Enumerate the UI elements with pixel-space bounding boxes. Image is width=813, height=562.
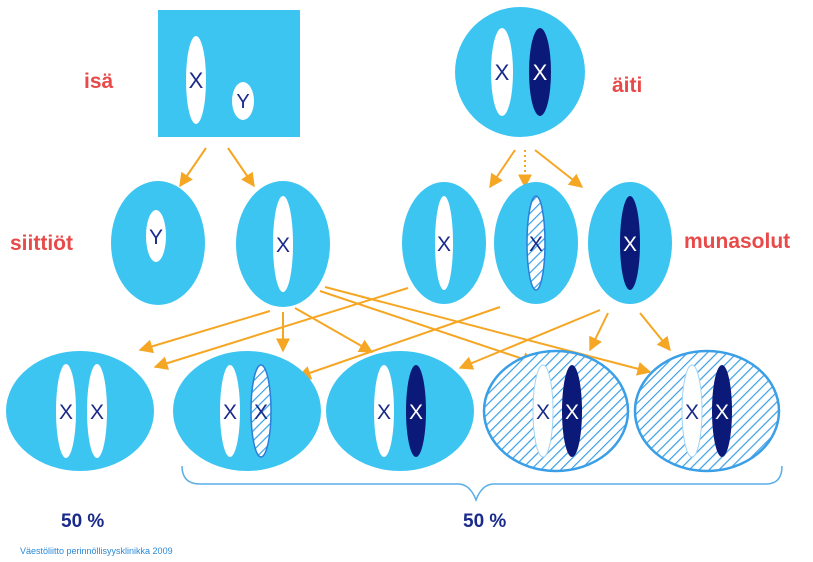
chromosome-letter: X <box>189 68 204 93</box>
chromosome-letter: X <box>565 401 579 424</box>
sperm-label: siittiöt <box>10 232 73 255</box>
egg-cell-x-dark: X <box>588 182 672 304</box>
parent-arrows <box>179 147 584 189</box>
chromosome-letter: X <box>276 234 290 257</box>
chromosome-letter: X <box>59 401 73 424</box>
chromosome-letter: X <box>536 401 550 424</box>
chromosome-letter: X <box>437 233 451 256</box>
sperm-cell-x: X <box>236 181 330 307</box>
credit-text: Väestöliitto perinnöllisyysklinikka 2009 <box>20 546 173 556</box>
mother-x-chromosome-dark <box>529 28 551 116</box>
chromosome-letter: X <box>223 401 237 424</box>
father-cell: X Y <box>158 10 300 137</box>
offspring-xx-white-hatched: X X <box>173 351 321 471</box>
percent-left: 50 % <box>61 511 105 532</box>
sperm-cell-y: Y <box>111 181 205 305</box>
chromosome-letter: X <box>685 401 699 424</box>
chromosome-letter: X <box>623 233 637 256</box>
chromosome-letter: X <box>715 401 729 424</box>
mother-x-chromosome <box>491 28 513 116</box>
egg-cell-x-hatched: X <box>494 182 578 304</box>
father-y-chromosome <box>232 82 254 120</box>
offspring-hatched-cell-1: X X <box>482 349 630 473</box>
eggs-label: munasolut <box>684 230 791 253</box>
chromosome-letter: Y <box>149 226 163 249</box>
gamete-arrows <box>138 286 671 380</box>
chromosome-letter: X <box>377 401 391 424</box>
egg-cell-x-white: X <box>402 182 486 304</box>
chromosome-letter: Y <box>236 91 249 113</box>
group-bracket <box>181 465 783 503</box>
offspring-hatched-cell-2: X X <box>633 349 781 473</box>
chromosome-letter: X <box>495 60 510 85</box>
chromosome-letter: X <box>90 401 104 424</box>
chromosome-letter: X <box>254 401 268 424</box>
chromosome-letter: X <box>529 233 543 256</box>
chromosome-letter: X <box>533 60 548 85</box>
percent-right: 50 % <box>463 511 507 532</box>
offspring-xx-white-white: X X <box>6 351 154 471</box>
father-label: isä <box>84 70 114 93</box>
mother-label: äiti <box>612 74 643 97</box>
chromosome-letter: X <box>409 401 423 424</box>
mother-cell: X X <box>455 7 585 137</box>
father-x-chromosome <box>186 36 206 124</box>
offspring-xx-white-dark: X X <box>326 351 474 471</box>
